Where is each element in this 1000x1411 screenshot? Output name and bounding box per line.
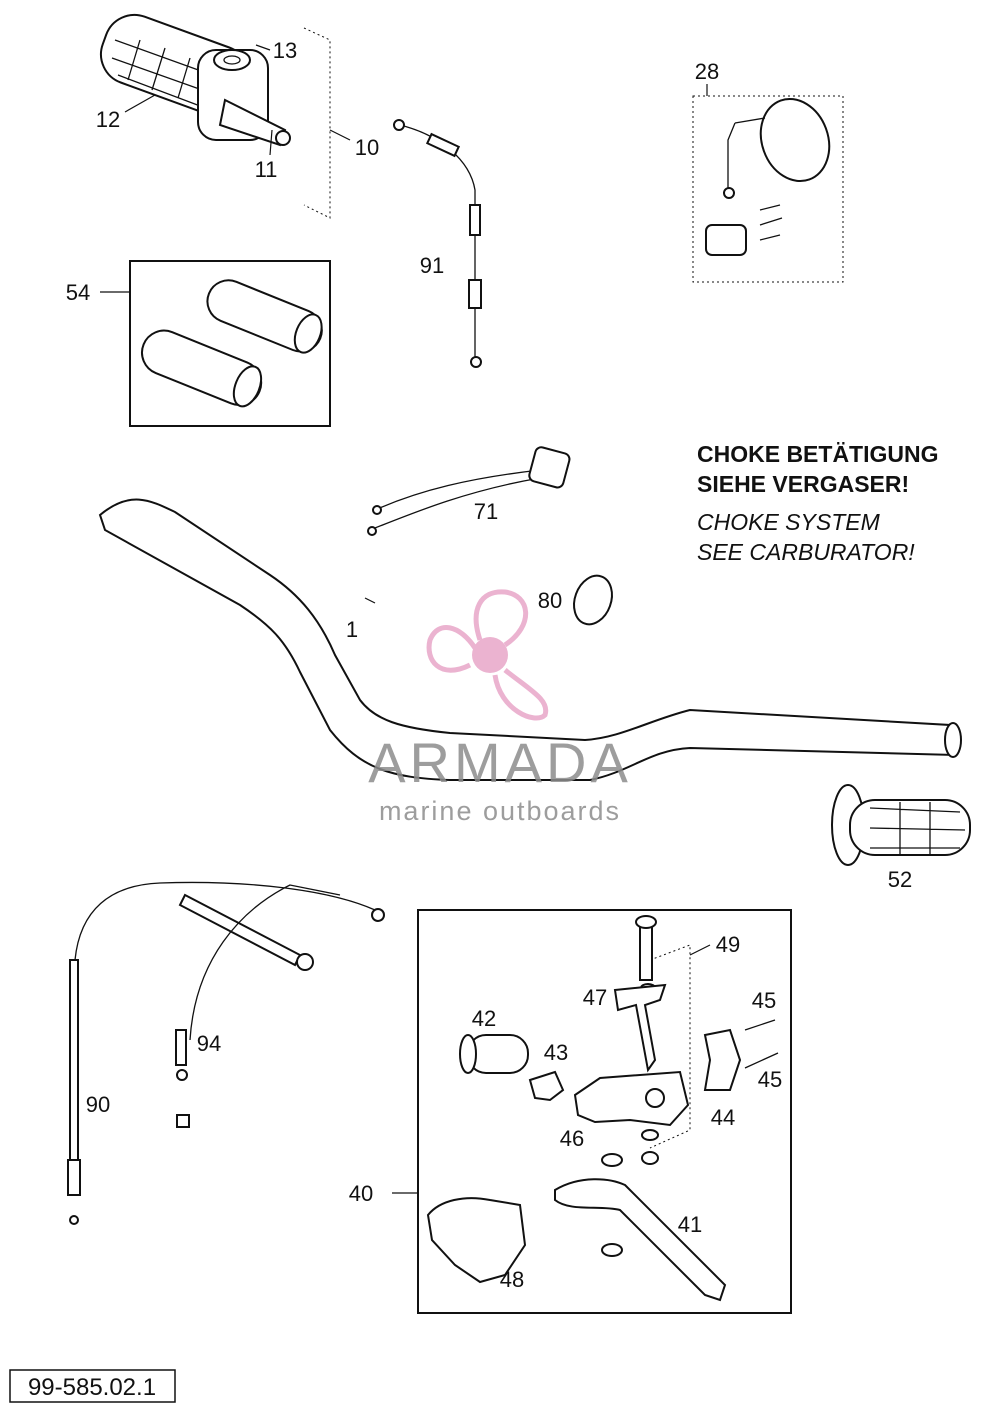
label-54: 54: [66, 280, 90, 305]
throttle-grip-assembly: [100, 13, 331, 219]
watermark: ARMADA marine outboards: [368, 589, 632, 826]
leader-lines: [100, 44, 711, 1194]
hose-clamp: [573, 574, 613, 626]
label-43: 43: [544, 1040, 568, 1065]
note-de-line1: CHOKE BETÄTIGUNG: [697, 441, 939, 467]
drawing-code: 99-585.02.1: [28, 1374, 156, 1401]
mirror-set: [692, 95, 844, 283]
label-1: 1: [346, 617, 358, 642]
label-44: 44: [711, 1105, 735, 1130]
drawing-code-box: 99-585.02.1: [9, 1369, 176, 1403]
watermark-tagline: marine outboards: [379, 796, 621, 826]
label-45-bottom: 45: [758, 1067, 782, 1092]
label-28: 28: [695, 59, 719, 84]
label-10: 10: [355, 135, 379, 160]
watermark-brand: ARMADA: [368, 731, 632, 794]
grip-right: [831, 784, 971, 866]
label-52: 52: [888, 867, 912, 892]
label-11: 11: [255, 157, 278, 182]
clutch-cables: [67, 881, 385, 1225]
label-80: 80: [538, 588, 562, 613]
label-48: 48: [500, 1267, 524, 1292]
grip-set-box: [129, 260, 331, 427]
label-42: 42: [472, 1006, 496, 1031]
label-90: 90: [86, 1092, 110, 1117]
note-en-line2: SEE CARBURATOR!: [697, 539, 915, 565]
label-91: 91: [420, 253, 444, 278]
label-40: 40: [349, 1181, 373, 1206]
kill-switch: [367, 446, 571, 536]
label-47: 47: [583, 985, 607, 1010]
handlebar: [98, 498, 962, 781]
part-labels: 13 12 10 11 91 28 54 71 80 1 52 49 47 45…: [66, 38, 912, 1292]
label-12: 12: [96, 107, 120, 132]
propeller-logo-icon: [426, 589, 549, 721]
label-41: 41: [678, 1212, 702, 1237]
choke-note: CHOKE BETÄTIGUNG SIEHE VERGASER! CHOKE S…: [697, 441, 939, 565]
label-46: 46: [560, 1126, 584, 1151]
label-45-top: 45: [752, 988, 776, 1013]
clutch-lever-assembly: [417, 909, 792, 1314]
label-13: 13: [273, 38, 297, 63]
note-en-line1: CHOKE SYSTEM: [697, 509, 881, 535]
throttle-cable: [393, 119, 482, 368]
note-de-line2: SIEHE VERGASER!: [697, 471, 909, 497]
label-71: 71: [474, 499, 498, 524]
label-49: 49: [716, 932, 740, 957]
label-94: 94: [197, 1031, 221, 1056]
